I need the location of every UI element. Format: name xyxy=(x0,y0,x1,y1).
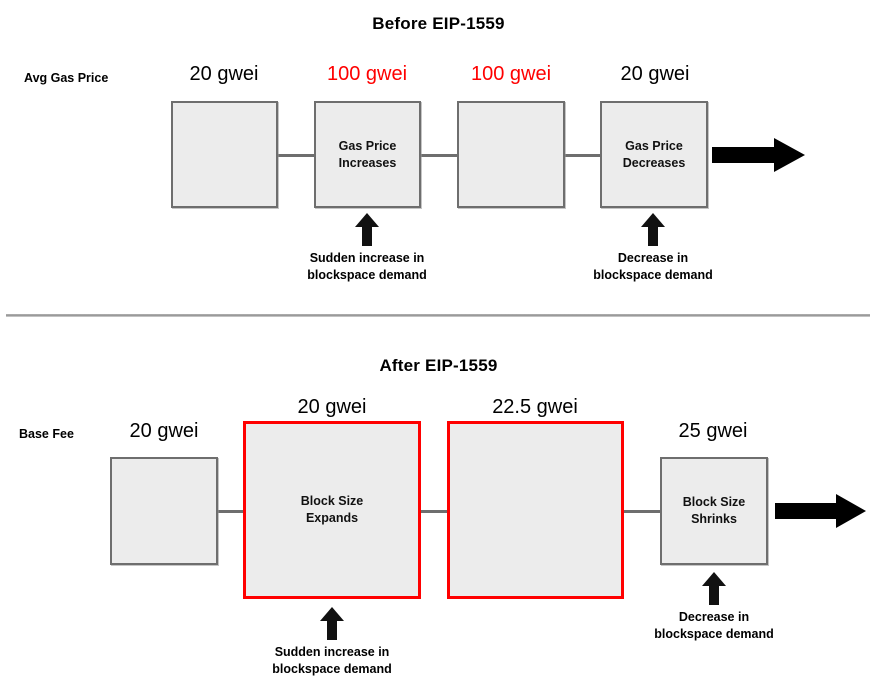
after-demand-up-arrow-1-icon xyxy=(320,607,344,640)
after-block-4-label: Block Size Shrinks xyxy=(682,495,746,526)
before-value-label-1: 20 gwei xyxy=(189,63,259,85)
before-value-label-2: 100 gwei xyxy=(326,63,408,85)
before-block-4-label: Gas Price Decreases xyxy=(622,138,686,170)
after-connector-2-3 xyxy=(420,510,447,513)
after-block-2[interactable]: Block Size Expands xyxy=(243,421,421,599)
after-connector-3-4 xyxy=(623,510,661,513)
before-block-2[interactable]: Gas Price Increases xyxy=(314,101,421,208)
after-block-1[interactable] xyxy=(110,457,218,565)
after-caption-1: Sudden increase in blockspace demand xyxy=(272,645,392,677)
after-block-2-label: Block Size Expands xyxy=(300,494,364,525)
before-axis-label: Avg Gas Price xyxy=(24,71,109,85)
after-flow-arrow-icon xyxy=(775,494,866,528)
before-demand-up-arrow-2-icon xyxy=(641,213,665,246)
before-connector-3-4 xyxy=(565,154,600,157)
section-divider xyxy=(6,314,870,317)
before-connector-2-3 xyxy=(420,154,457,157)
before-block-1[interactable] xyxy=(171,101,278,208)
after-block-4[interactable]: Block Size Shrinks xyxy=(660,457,768,565)
before-caption-1: Sudden increase in blockspace demand xyxy=(307,251,427,283)
after-value-label-2: 20 gwei xyxy=(297,396,367,418)
after-section-title: After EIP-1559 xyxy=(379,356,498,375)
before-section-title: Before EIP-1559 xyxy=(372,14,505,33)
before-value-label-3: 100 gwei xyxy=(470,63,552,85)
after-value-label-4: 25 gwei xyxy=(678,420,748,442)
after-caption-2: Decrease in blockspace demand xyxy=(654,610,774,642)
after-value-label-3: 22.5 gwei xyxy=(492,396,578,418)
before-demand-up-arrow-1-icon xyxy=(355,213,379,246)
after-value-label-1: 20 gwei xyxy=(129,420,199,442)
after-connector-1-2 xyxy=(218,510,244,513)
before-block-4[interactable]: Gas Price Decreases xyxy=(600,101,708,208)
before-connector-1-2 xyxy=(277,154,315,157)
after-demand-up-arrow-2-icon xyxy=(702,572,726,605)
before-caption-2: Decrease in blockspace demand xyxy=(593,251,713,283)
before-block-2-label: Gas Price Increases xyxy=(338,138,397,170)
before-block-3[interactable] xyxy=(457,101,565,208)
after-block-3[interactable] xyxy=(447,421,624,599)
before-value-label-4: 20 gwei xyxy=(620,63,690,85)
after-axis-label: Base Fee xyxy=(19,427,74,441)
before-flow-arrow-icon xyxy=(712,138,805,172)
